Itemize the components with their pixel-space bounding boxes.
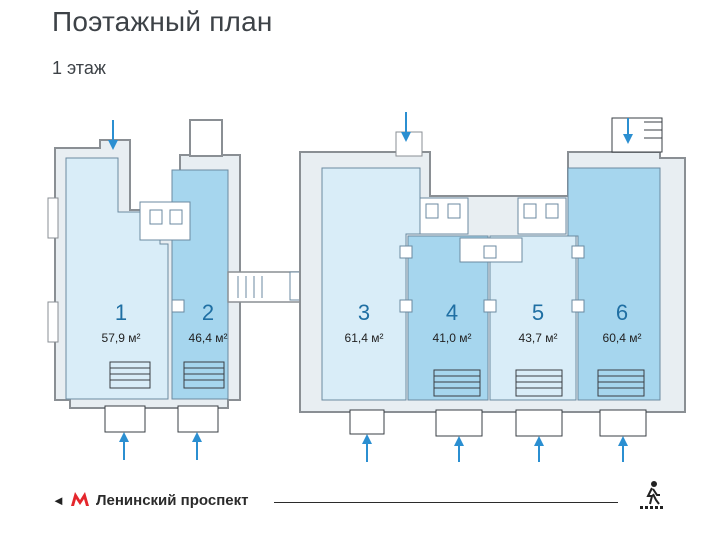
unit-6-area-label: 60,4 м²: [603, 331, 642, 345]
unit-2-area-label: 46,4 м²: [189, 331, 228, 345]
right-building: [299, 117, 686, 437]
pedestrian-crossing-icon: [640, 481, 663, 509]
unit-6-area: [567, 167, 661, 401]
page-title: Поэтажный план: [52, 6, 273, 37]
unit-1-area-label: 57,9 м²: [102, 331, 141, 345]
unit-6-number: 6: [616, 300, 628, 325]
direction-arrow-icon: ◄: [52, 493, 65, 508]
metro-logo-icon: [71, 492, 89, 506]
unit-5-area-label: 43,7 м²: [519, 331, 558, 345]
unit-4-area: [407, 235, 489, 401]
unit-3-number: 3: [358, 300, 370, 325]
unit-4-area-label: 41,0 м²: [433, 331, 472, 345]
left-building: [47, 119, 241, 433]
unit-2-number: 2: [202, 300, 214, 325]
floor-label: 1 этаж: [52, 58, 106, 78]
metro-station-label: Ленинский проспект: [96, 492, 249, 509]
unit-5-number: 5: [532, 300, 544, 325]
entry-arrows: [108, 112, 633, 462]
unit-3-area: [321, 167, 421, 401]
street-line: [274, 502, 618, 503]
unit-3-area-label: 61,4 м²: [345, 331, 384, 345]
unit-1-number: 1: [115, 300, 127, 325]
unit-4-number: 4: [446, 300, 458, 325]
